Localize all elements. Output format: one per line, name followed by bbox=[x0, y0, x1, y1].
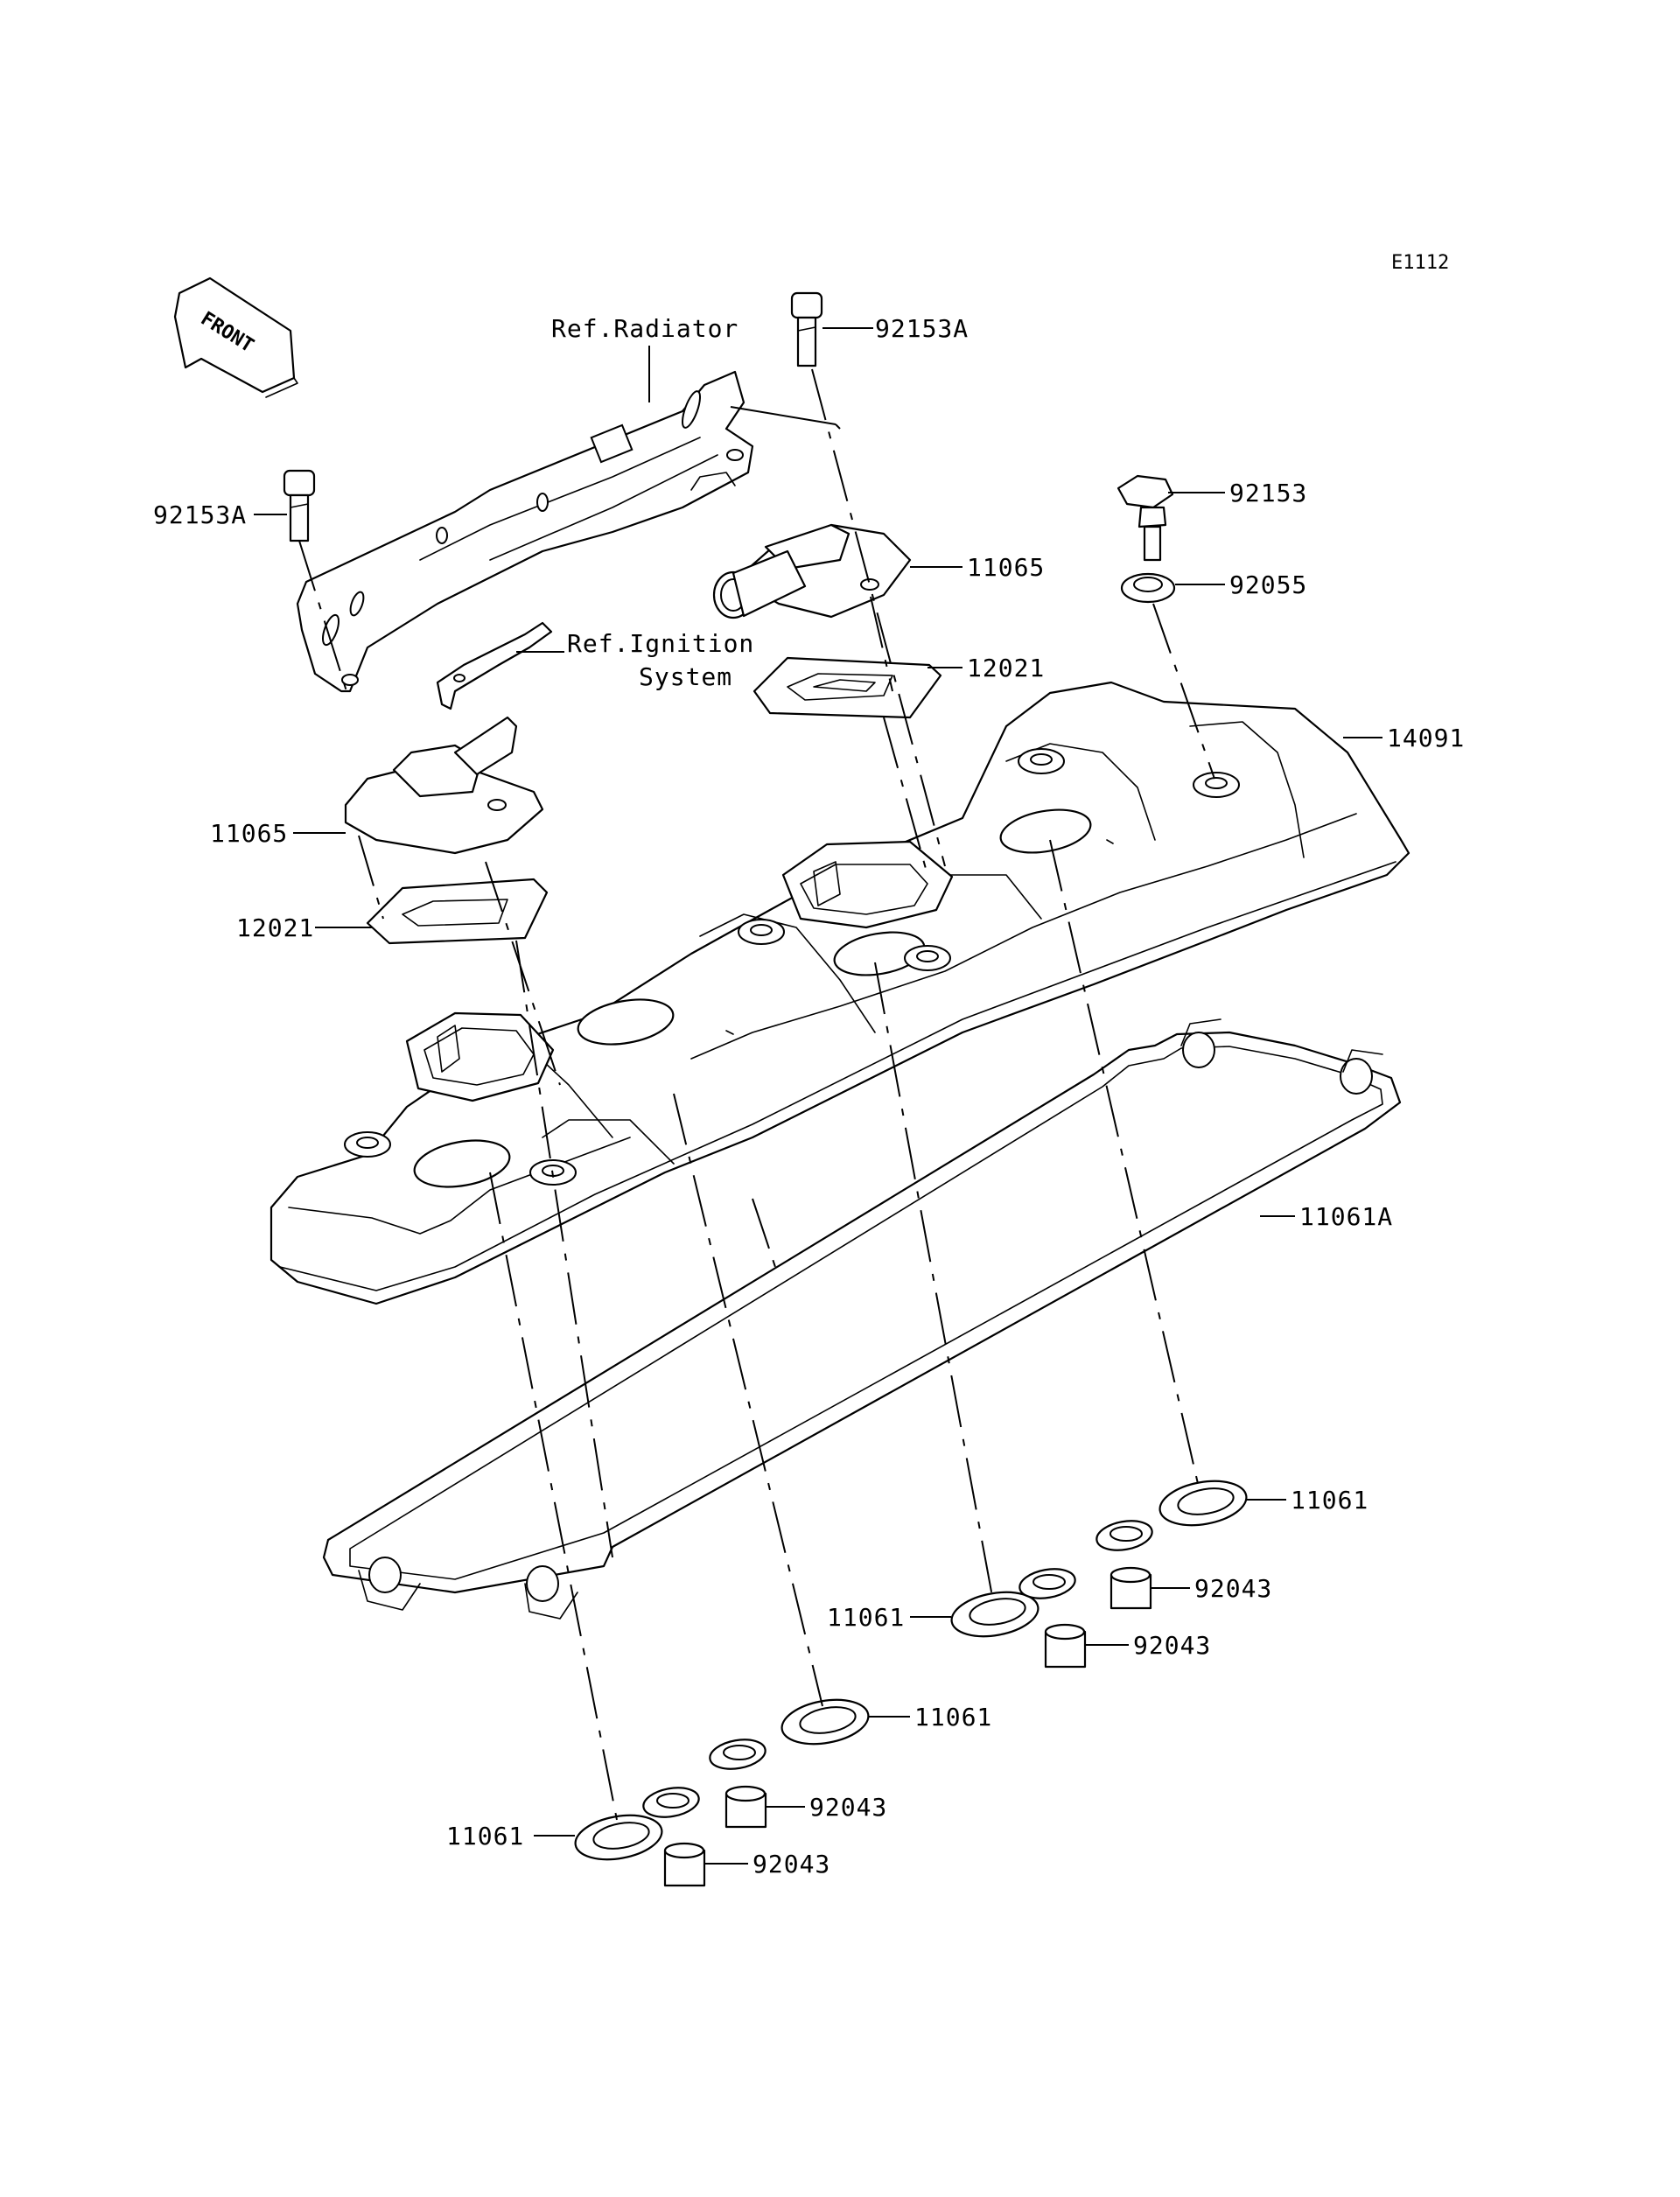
bolt-92153a-top bbox=[790, 291, 823, 367]
label-11061-d: 11061 bbox=[446, 1822, 524, 1851]
pin-92043-d bbox=[663, 1842, 706, 1887]
label-92153a-left: 92153A bbox=[153, 500, 247, 529]
plug-gasket-11061-a bbox=[1096, 1480, 1248, 1551]
pin-92043-a bbox=[1110, 1566, 1152, 1610]
label-11065-left: 11065 bbox=[210, 819, 288, 848]
plug-gasket-11061-c bbox=[709, 1698, 870, 1770]
label-92055: 92055 bbox=[1229, 570, 1307, 599]
alignment-lines bbox=[298, 368, 1215, 1821]
label-12021-left: 12021 bbox=[236, 913, 314, 942]
label-11061-b: 11061 bbox=[827, 1603, 905, 1632]
gasket-12021-left bbox=[366, 878, 549, 945]
front-arrow-icon: FRONT bbox=[173, 276, 298, 398]
pin-92043-b bbox=[1044, 1623, 1087, 1669]
label-92043-d: 92043 bbox=[752, 1850, 830, 1879]
leader-lines bbox=[254, 327, 1382, 1865]
pin-92043-c bbox=[724, 1785, 767, 1829]
label-92043-a: 92043 bbox=[1194, 1574, 1272, 1603]
label-12021-right: 12021 bbox=[967, 654, 1045, 682]
label-11061-a: 11061 bbox=[1291, 1486, 1368, 1515]
breather-cover-right bbox=[712, 523, 912, 619]
label-92153: 92153 bbox=[1229, 479, 1307, 507]
washer-92055 bbox=[1120, 572, 1176, 604]
bolt-92153 bbox=[1116, 474, 1174, 562]
gasket-12021-right bbox=[752, 656, 942, 719]
label-92153a-top: 92153A bbox=[875, 314, 969, 343]
ignition-bracket bbox=[436, 621, 553, 710]
plug-gasket-11061-b bbox=[950, 1568, 1076, 1638]
diagram-code: E1112 bbox=[1391, 252, 1449, 274]
label-92043-b: 92043 bbox=[1133, 1631, 1211, 1660]
cylinder-head-cover bbox=[270, 681, 1410, 1305]
label-ref-radiator: Ref.Radiator bbox=[551, 314, 738, 343]
label-92043-c: 92043 bbox=[809, 1793, 887, 1822]
breather-cover-left bbox=[344, 716, 544, 855]
label-14091: 14091 bbox=[1387, 724, 1465, 752]
label-11065-right: 11065 bbox=[967, 553, 1045, 582]
radiator-bracket bbox=[296, 370, 754, 693]
head-cover-gasket-11061a bbox=[322, 1018, 1402, 1620]
label-ref-ignition: Ref.Ignition bbox=[567, 629, 754, 658]
label-ref-ignition-system: System bbox=[639, 662, 732, 691]
bolt-92153a-left bbox=[283, 469, 316, 542]
label-11061a: 11061A bbox=[1299, 1202, 1393, 1231]
plug-gasket-11061-d bbox=[574, 1787, 700, 1861]
label-11061-c: 11061 bbox=[914, 1703, 992, 1732]
